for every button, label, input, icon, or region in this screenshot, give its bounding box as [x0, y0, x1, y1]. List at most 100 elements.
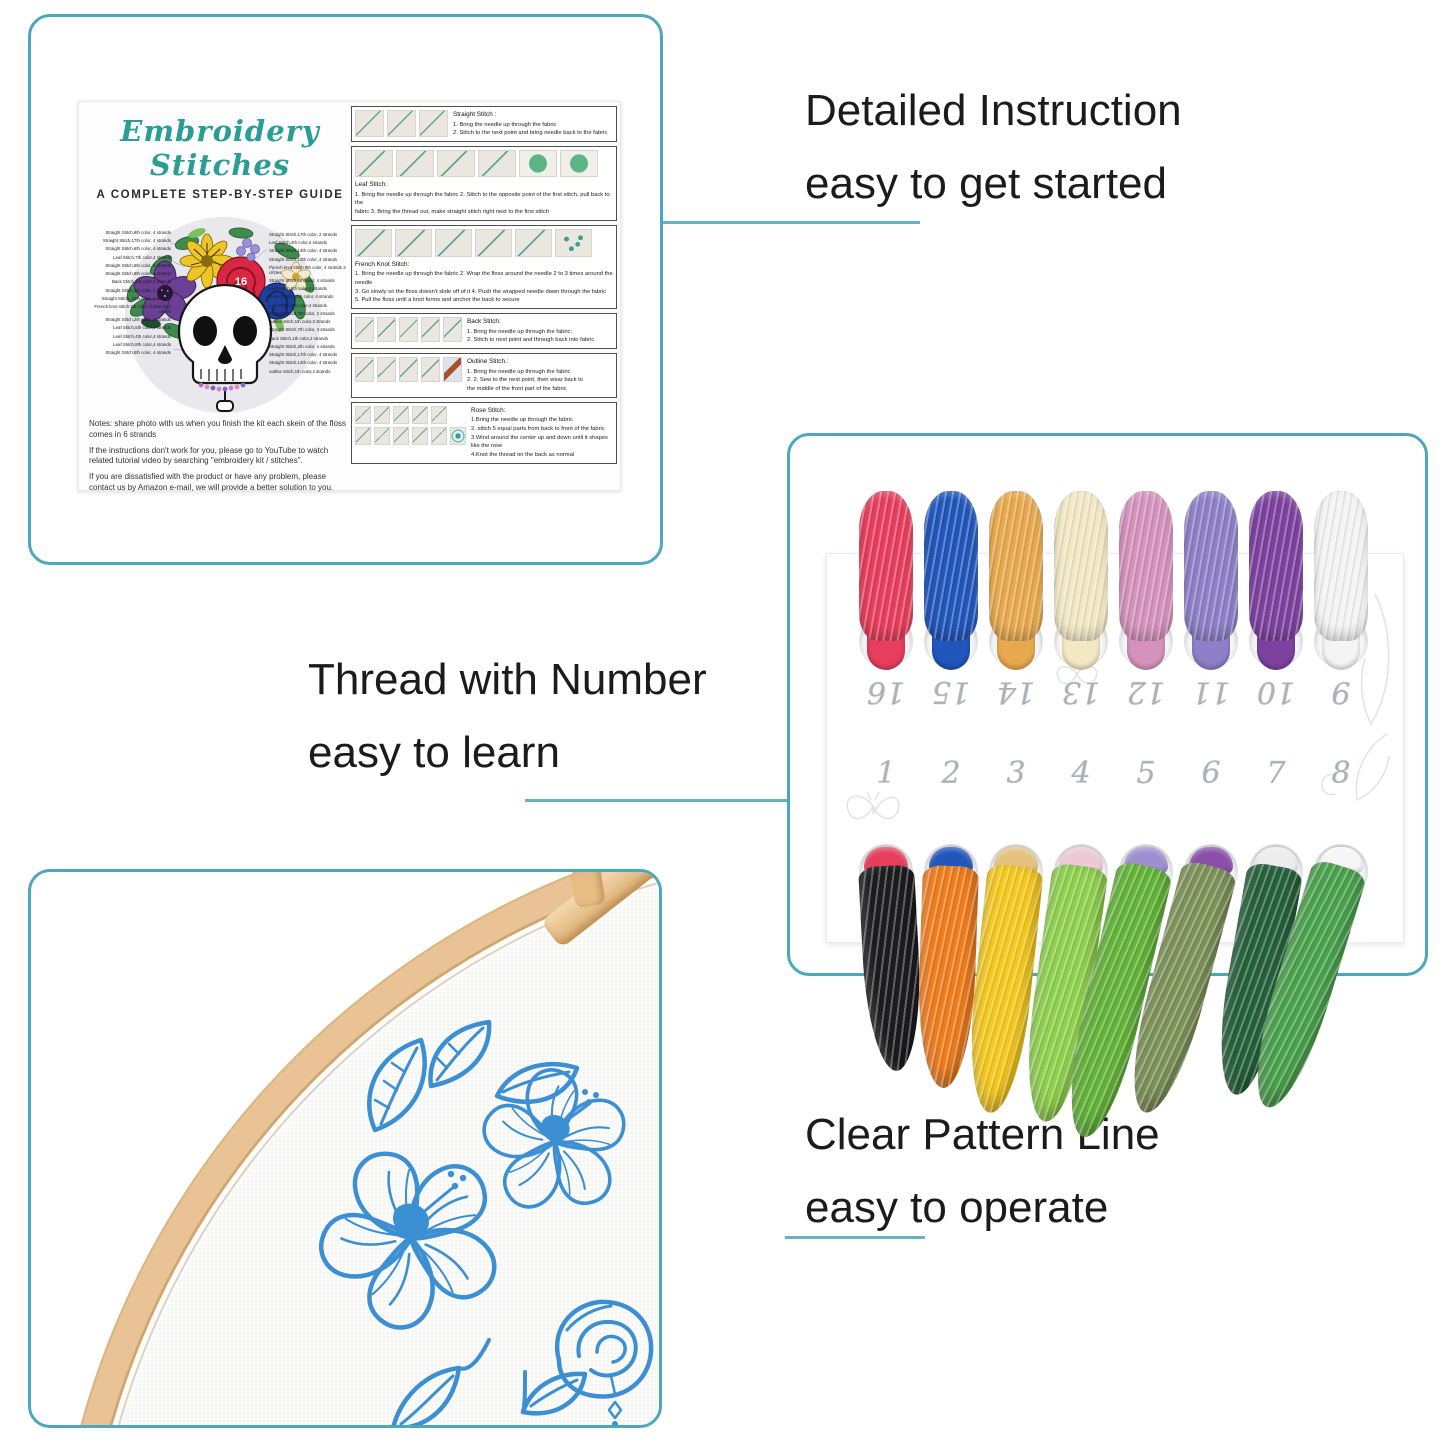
callout-thread-number: Thread with Number easy to learn [308, 655, 707, 778]
thread-skein-top [924, 491, 978, 641]
thread-column: 9 8 [1240, 436, 1368, 1116]
stitch-photo-thumb [377, 357, 396, 382]
stitch-photo-thumb [431, 426, 447, 445]
hoop-pattern-panel [28, 869, 662, 1428]
sheet-notes: Notes: share photo with us when you fini… [89, 419, 351, 494]
skull-stitch-label: Straight Stitch,17th color, 4 strands [269, 352, 338, 358]
skull-stitch-label: Straight Stitch,2th color, 4 strands [269, 343, 335, 349]
stitch-photo-thumb [412, 426, 428, 445]
stitch-name: Back Stitch: [467, 318, 501, 326]
skull-stitch-label: French knot stitch 9th color, 4 strands … [269, 264, 346, 275]
stitch-photo-thumb [450, 426, 466, 445]
stitch-name: Straight Stitch : [453, 111, 497, 118]
stitch-photo-thumb [519, 149, 557, 177]
instruction-sheet-panel: Embroidery Stitches A COMPLETE STEP-BY-S… [28, 14, 663, 565]
stitch-photo-thumb [374, 405, 390, 424]
thread-through-hole [1062, 636, 1100, 670]
thread-skein-top [859, 491, 913, 641]
skull-stitch-label: Leaf Stitch,5th color,4 strands [269, 286, 327, 292]
stitch-step: 5. Pull the floss until a knot forms and… [355, 297, 520, 304]
skull-stitch-label: Straight Stitch,7th color, 2 strands [269, 310, 335, 316]
thread-through-hole [1322, 636, 1360, 670]
thread-number-bottom: 3 [1006, 756, 1026, 791]
note-paragraph: Notes: share photo with us when you fini… [89, 419, 347, 439]
callout-line: Thread with Number [308, 655, 707, 704]
stitch-photo-thumb [399, 317, 418, 343]
stitch-photo-thumb [387, 110, 416, 137]
stitch-step: 3.Wind around the center up and down unt… [471, 434, 608, 441]
stitch-step: 1. Bring the needle up through the fabri… [453, 121, 557, 128]
thread-column: 11 6 [1117, 436, 1239, 1120]
thread-column: 14 3 [962, 436, 1044, 1116]
blue-flower-pattern [293, 1020, 654, 1425]
rose-number-label: 16 [235, 276, 247, 288]
sheet-left-column: Embroidery Stitches A COMPLETE STEP-BY-S… [89, 108, 351, 499]
skull-stitch-label: Straight Stitch,14th color, 4 strands [269, 248, 338, 254]
thread-number-bottom: 4 [1071, 756, 1091, 791]
stitch-step: 3. Go slowly so the floss doesn't slide … [355, 288, 607, 295]
callout-line: easy to learn [308, 727, 560, 777]
stitch-step: fabric 3. Bring the thread out, make str… [355, 208, 549, 215]
stitch-photo-thumb [393, 405, 409, 424]
stitch-step: 2. stitch 5 equal parts from back to fro… [471, 425, 605, 432]
stitch-step: 1. Bring the needle up through the fabri… [355, 191, 610, 207]
callout-detailed-instruction: Detailed Instruction easy to get started [805, 86, 1182, 209]
skull-flower-illustration: 16 [89, 203, 351, 415]
stitch-box-leaf: Leaf Stitch: 1. Bring the needle up thro… [351, 145, 617, 221]
skull-stitch-label: Straight Stitch,9th color, 4 strands [105, 271, 171, 277]
stitch-photo-thumb [355, 405, 371, 424]
stitch-photo-thumb [355, 426, 371, 445]
thread-number-top: 10 [1256, 674, 1296, 709]
stitch-photo-thumb [421, 317, 440, 343]
thread-skein-top [1314, 491, 1368, 641]
stitch-name: Leaf Stitch: [355, 180, 387, 188]
skull-stitch-label: Straight Stitch,2th color, 4 strands [105, 317, 171, 323]
stitch-photo-thumb [560, 149, 598, 177]
skull-stitch-label: Straight Stitch,6th color, 4 strands [105, 246, 171, 252]
callout-line: Detailed Instruction [805, 86, 1182, 135]
skull-stitch-label: Straight Stitch,12th color, 4 strands [269, 256, 338, 262]
thread-number-top: 15 [931, 674, 971, 709]
skull-stitch-label: Straight Stitch,6th color, 4 strands [269, 278, 335, 284]
skull-stitch-label: Straight Stitch,5th color, 4 strands [105, 262, 171, 268]
stitch-name: Outline Stitch : [467, 358, 509, 365]
thread-column: 10 7 [1208, 436, 1304, 1100]
skull-stitch-label: Leaf Stitch,8th color,4 strands [113, 341, 171, 347]
skull-stitch-label: outline stitch,1th color,2 strands [269, 368, 331, 374]
stitch-photo-thumb [374, 426, 390, 445]
stitch-step: 2. 2. Sew to the next point, then wear b… [467, 377, 584, 384]
connector-line-instruction [663, 221, 920, 224]
stitch-photo-thumb [437, 149, 475, 177]
stitch-photo-thumb [355, 110, 384, 137]
stitch-photo-thumb [419, 110, 448, 137]
thread-skein-top [989, 491, 1043, 641]
thread-skein-top [1184, 491, 1238, 641]
stitch-photo-thumb [377, 317, 396, 343]
connector-line-pattern [785, 1236, 925, 1239]
callout-pattern-line: Clear Pattern Line easy to operate [805, 1110, 1160, 1233]
skull-stitch-label: Straight Stitch,9th color, 4 strands [105, 230, 171, 235]
stitch-photo-thumb [355, 357, 374, 382]
stitch-step: the middle of the front part of the fabr… [467, 385, 567, 392]
stitch-photo-thumb [355, 228, 392, 257]
skull-stitch-label: Straight Stitch,5th color, 4 strands [105, 350, 171, 356]
skull-stitch-label: outline stitch,1th color,2 strands [269, 319, 331, 325]
thread-number-top: 11 [1191, 674, 1231, 709]
stitch-photo-thumb [396, 149, 434, 177]
stitch-photo-thumb [478, 149, 516, 177]
sheet-title: Embroidery Stitches [120, 114, 320, 182]
thread-through-hole [1192, 636, 1230, 670]
skull-illustration-svg: 16 [125, 217, 321, 413]
skull-stitch-label: Leaf Stitch,7th color,4 strands [113, 254, 171, 260]
skull-stitch-label: Rose Stitch, 16th color, 4 strands [269, 294, 334, 300]
skull-stitch-label: Straight Stitch,17th color, 2 strands [269, 232, 338, 237]
stitch-step: 1. Bring the needle up through the fabri… [467, 328, 573, 335]
note-paragraph: If the instructions don't work for you, … [89, 445, 329, 466]
thread-column: 13 4 [1017, 436, 1109, 1126]
thread-number-bottom: 2 [941, 756, 961, 791]
thread-through-hole [997, 636, 1035, 670]
stitch-step: 2. Stitch to the next point and bring ne… [453, 130, 608, 137]
stitch-step: 1.Bring the needle up through the fabric [471, 417, 573, 424]
stitch-photo-thumb [515, 228, 552, 257]
